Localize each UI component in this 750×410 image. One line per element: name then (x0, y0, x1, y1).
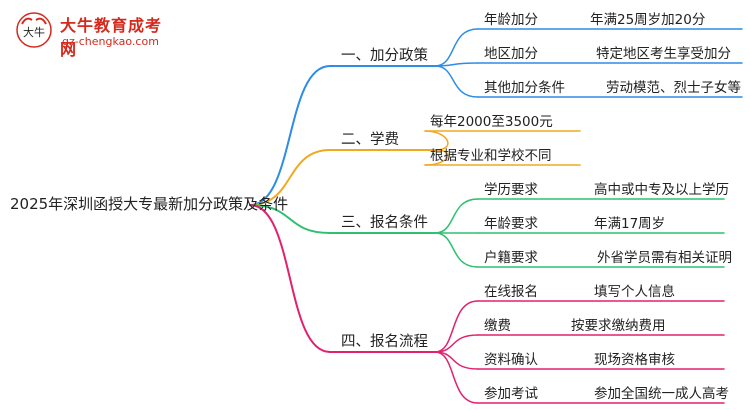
leaf-key-household: 户籍要求 (484, 250, 538, 266)
leaf-value-other-bonus: 劳动模范、烈士子女等 (606, 80, 741, 96)
leaf-connector (434, 334, 479, 353)
leaf-fee-varies: 根据专业和学校不同 (430, 148, 552, 164)
leaf-value-take-exam: 参加全国统一成人高考 (594, 386, 729, 402)
logo-mark-text: 大牛 (23, 25, 45, 39)
branch-connector (249, 204, 331, 234)
leaf-value-region-bonus: 特定地区考生享受加分 (596, 46, 731, 62)
leaf-value-household: 外省学员需有相关证明 (597, 250, 732, 266)
leaf-key-payment: 缴费 (484, 318, 511, 334)
leaf-value-education: 高中或中专及以上学历 (594, 182, 729, 198)
leaf-key-take-exam: 参加考试 (484, 386, 538, 402)
leaf-value-document-check: 现场资格审核 (594, 352, 675, 368)
leaf-connector (434, 65, 479, 98)
branch-connector (249, 65, 331, 206)
leaf-key-education: 学历要求 (484, 182, 538, 198)
branch-label-policy: 一、加分政策 (341, 48, 428, 64)
leaf-key-age: 年龄要求 (484, 216, 538, 232)
leaf-key-online-apply: 在线报名 (484, 284, 538, 300)
branch-label-conditions: 三、报名条件 (341, 215, 428, 231)
leaf-key-region-bonus: 地区加分 (484, 46, 538, 62)
leaf-key-other-bonus: 其他加分条件 (484, 80, 565, 96)
leaf-connector (434, 351, 479, 404)
leaf-connector (434, 300, 479, 353)
leaf-connector (434, 28, 479, 67)
leaf-key-age-bonus: 年龄加分 (484, 12, 538, 28)
logo-site-name: 大牛教育成考网 (60, 16, 163, 59)
root-title: 2025年深圳函授大专最新加分政策及条件 (10, 195, 289, 213)
leaf-fee-range: 每年2000至3500元 (430, 114, 553, 130)
leaf-value-age: 年满17周岁 (594, 216, 666, 232)
bull-logo-icon: 大牛 (16, 12, 52, 48)
logo-site-url: gz-chengkao.com (62, 35, 159, 48)
leaf-value-payment: 按要求缴纳费用 (571, 318, 666, 334)
branch-label-process: 四、报名流程 (341, 334, 428, 350)
site-logo: 大牛 大牛教育成考网 gz-chengkao.com (8, 6, 178, 59)
leaf-value-age-bonus: 年满25周岁加20分 (590, 12, 706, 28)
leaf-connector (434, 232, 479, 268)
leaf-connector (434, 198, 479, 234)
leaf-value-online-apply: 填写个人信息 (594, 284, 675, 300)
branch-connector (249, 204, 331, 353)
branch-label-fees: 二、学费 (341, 132, 399, 148)
leaf-key-document-check: 资料确认 (484, 352, 538, 368)
branch-connector (249, 149, 331, 206)
